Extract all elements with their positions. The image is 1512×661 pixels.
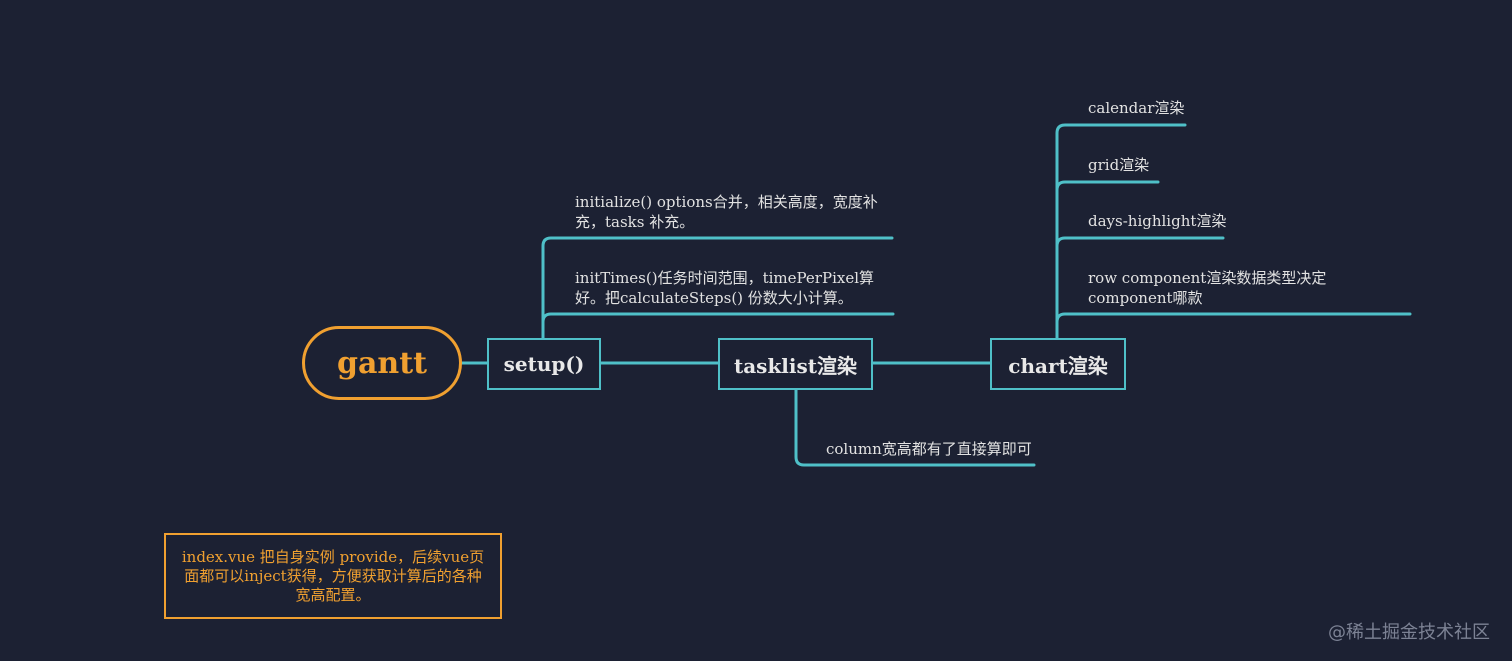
- chart-child-days-highlight[interactable]: days-highlight渲染: [1088, 212, 1227, 230]
- connector-setup-child-1: [541, 236, 894, 342]
- connector-chart-child-3: [1055, 236, 1225, 248]
- chart-child-row-component[interactable]: row component渲染数据类型决定component哪款: [1088, 269, 1327, 307]
- note-text: index.vue 把自身实例 provide，后续vue页面都可以inject…: [181, 547, 485, 604]
- chart-child-grid[interactable]: grid渲染: [1088, 156, 1150, 174]
- connector-chart-child-4: [1055, 312, 1412, 324]
- note-box[interactable]: index.vue 把自身实例 provide，后续vue页面都可以inject…: [164, 533, 502, 619]
- node-chart-label: chart渲染: [1008, 353, 1108, 378]
- connector-chart-child-1: [1055, 123, 1187, 342]
- node-tasklist[interactable]: tasklist渲染: [718, 338, 873, 390]
- node-setup-label: setup(): [503, 352, 585, 376]
- watermark: @稀土掘金技术社区: [1328, 622, 1490, 643]
- setup-child-inittimes[interactable]: initTimes()任务时间范围，timePerPixel算好。把calcul…: [575, 269, 875, 307]
- node-setup[interactable]: setup(): [487, 338, 601, 390]
- tasklist-child-column[interactable]: column宽高都有了直接算即可: [826, 440, 1032, 458]
- connector-tasklist-child-1: [794, 388, 1036, 467]
- connector-chart-child-2: [1055, 180, 1160, 192]
- chart-child-calendar[interactable]: calendar渲染: [1088, 99, 1185, 117]
- node-tasklist-label: tasklist渲染: [733, 353, 857, 378]
- node-chart[interactable]: chart渲染: [990, 338, 1126, 390]
- setup-child-initialize[interactable]: initialize() options合并，相关高度，宽度补充，tasks 补…: [575, 193, 878, 231]
- root-node-gantt[interactable]: gantt: [302, 326, 462, 400]
- root-node-label: gantt: [337, 345, 427, 381]
- connector-setup-child-2: [541, 312, 895, 324]
